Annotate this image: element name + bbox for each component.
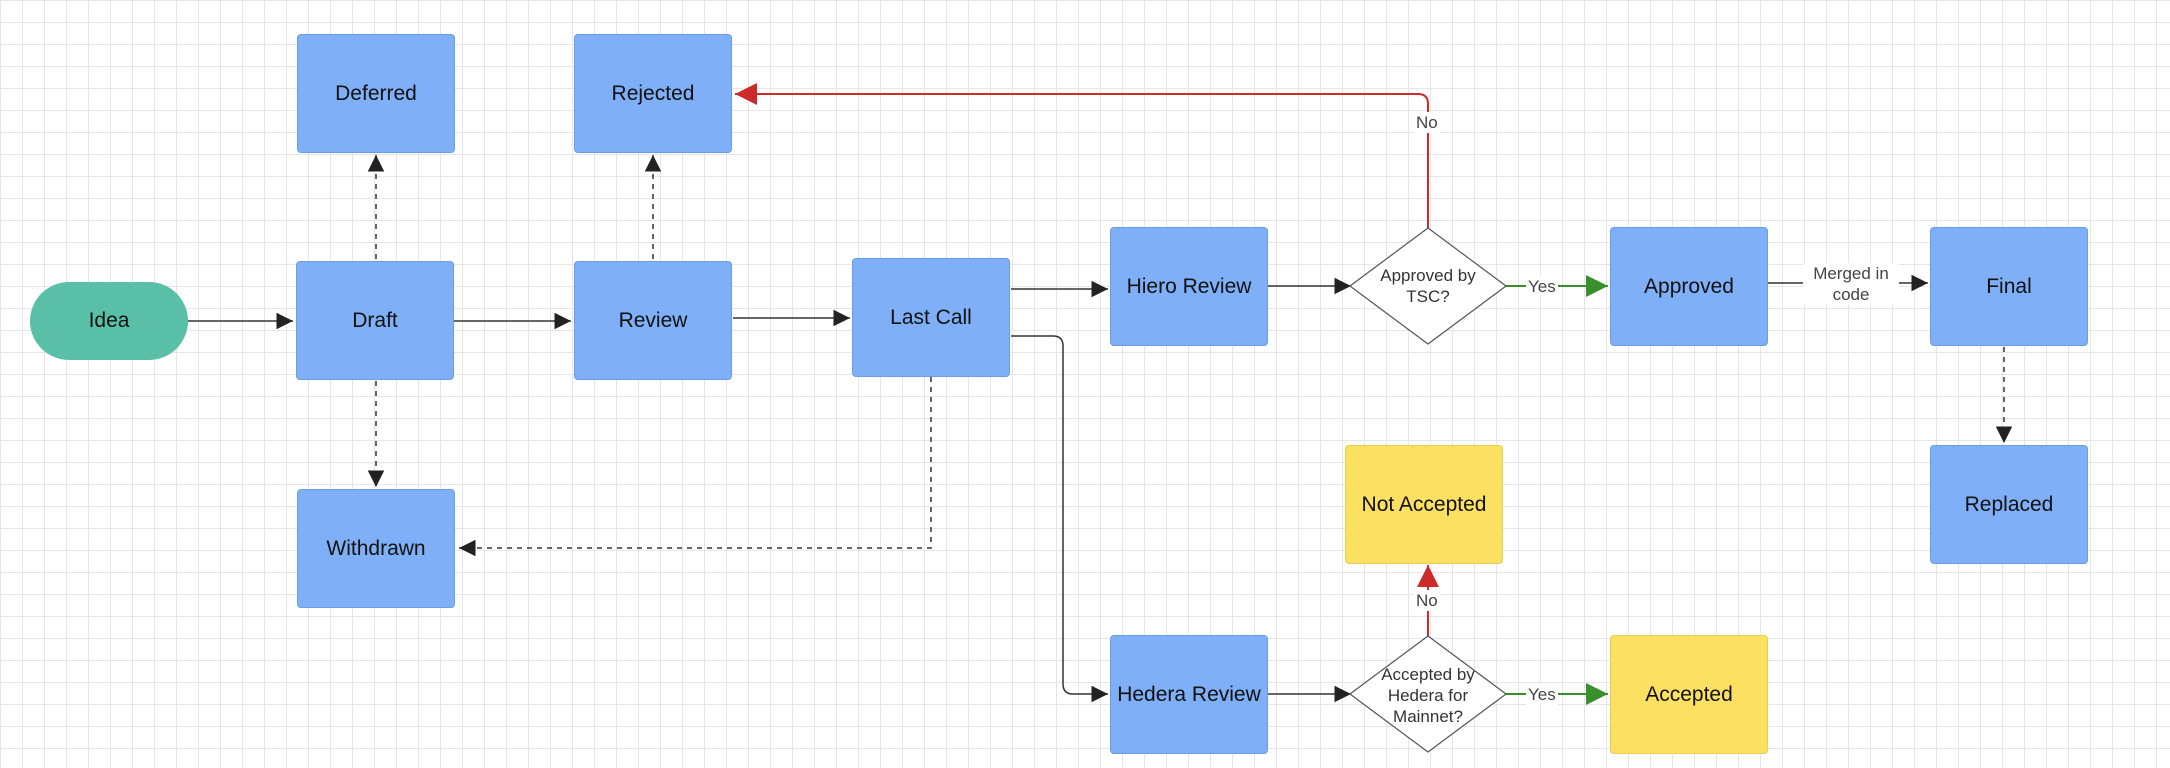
node-idea[interactable]: Idea xyxy=(30,282,188,360)
node-draft[interactable]: Draft xyxy=(296,261,454,380)
edge-label-merged: Merged in code xyxy=(1803,263,1899,305)
decision-mainnet-diamond xyxy=(1349,635,1507,753)
edge-lastcall-withdrawn xyxy=(459,377,932,557)
edge-label-mainnet-yes: Yes xyxy=(1526,684,1558,705)
node-last-call[interactable]: Last Call xyxy=(852,258,1010,377)
node-not-accepted[interactable]: Not Accepted xyxy=(1345,445,1503,564)
decision-tsc-label: Approved by TSC? xyxy=(1380,266,1476,306)
edge-lastcall-hedera xyxy=(1011,335,1108,703)
node-deferred[interactable]: Deferred xyxy=(297,34,455,153)
node-replaced[interactable]: Replaced xyxy=(1930,445,2088,564)
node-withdrawn[interactable]: Withdrawn xyxy=(297,489,455,608)
decision-mainnet-label: Accepted by Hedera for Mainnet? xyxy=(1381,664,1475,726)
node-hedera-review[interactable]: Hedera Review xyxy=(1110,635,1268,754)
node-accepted[interactable]: Accepted xyxy=(1610,635,1768,754)
node-review[interactable]: Review xyxy=(574,261,732,380)
edge-label-tsc-no: No xyxy=(1414,112,1440,133)
edge-tsc-no-rejected xyxy=(735,83,1429,228)
node-hiero-review[interactable]: Hiero Review xyxy=(1110,227,1268,346)
node-final[interactable]: Final xyxy=(1930,227,2088,346)
edge-label-tsc-yes: Yes xyxy=(1526,276,1558,297)
decision-tsc-diamond xyxy=(1349,227,1507,345)
node-rejected[interactable]: Rejected xyxy=(574,34,732,153)
edge-label-mainnet-no: No xyxy=(1414,590,1440,611)
node-approved[interactable]: Approved xyxy=(1610,227,1768,346)
